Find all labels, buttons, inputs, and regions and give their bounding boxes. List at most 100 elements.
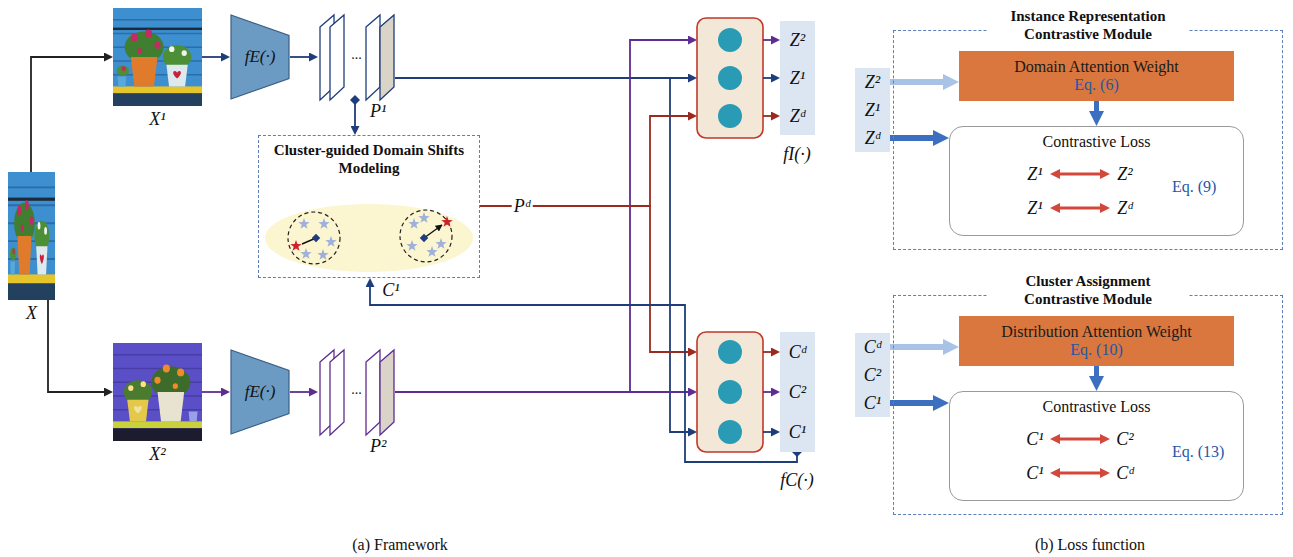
output-cell: Zᵈ [780, 97, 815, 135]
attention-box: Domain Attention WeightEq. (6) [959, 51, 1234, 101]
connector [890, 79, 948, 85]
illustration-part [718, 380, 742, 404]
node-text: Eq. (10) [1070, 341, 1122, 359]
symbol: Z¹ [1020, 195, 1050, 221]
illustration-part [265, 204, 473, 272]
illustration-part [290, 240, 301, 251]
illustration-part [400, 210, 452, 262]
illustration-part [718, 104, 742, 128]
node-text: ... [350, 381, 363, 397]
illustration-part [330, 350, 344, 435]
connector [202, 391, 224, 393]
feature-map: ...P¹ [318, 15, 395, 100]
illustration-part [318, 218, 329, 229]
augmented-image: X² [113, 343, 202, 441]
illustration-part [300, 248, 311, 259]
symbol: C² [1110, 426, 1140, 452]
module-box: Cluster Assignment Contrastive ModuleDis… [893, 295, 1283, 515]
projection-head [697, 18, 763, 452]
illustration-part [8, 172, 55, 300]
output-cell: Z² [780, 21, 815, 59]
encoder-outline [231, 350, 289, 434]
illustration-part [718, 340, 742, 364]
connector [480, 116, 691, 206]
connector [48, 300, 107, 392]
illustration-part [426, 246, 437, 257]
node-text: Distribution Attention Weight [1001, 323, 1191, 341]
connector [763, 39, 774, 41]
node-text: Z² [790, 30, 805, 51]
illustration-part [380, 350, 394, 435]
node-text: fE(·) [245, 47, 276, 67]
node-text: Cluster-guided Domain Shifts Modeling [267, 141, 471, 177]
symbol: Z¹ [1020, 161, 1050, 187]
illustration-part [302, 225, 442, 244]
illustration-part [325, 236, 336, 247]
projection-head: fI(·) [697, 18, 763, 138]
illustration-part [288, 212, 340, 264]
connector [763, 391, 774, 393]
illustration-part [718, 66, 742, 90]
illustration-part [718, 420, 742, 444]
node-text: C² [864, 365, 881, 386]
node-text: Z¹ [1027, 198, 1042, 219]
connector [763, 77, 774, 79]
symbol: Zᵈ [1110, 195, 1140, 221]
symbol: Z² [1110, 161, 1140, 187]
encoder-outline [231, 15, 289, 99]
illustration-part [366, 350, 380, 435]
feature-map: ...P² [318, 350, 395, 435]
node-text: ... [350, 46, 363, 62]
edge-label: Pᵈ [512, 196, 533, 217]
connector [1094, 101, 1099, 116]
node-text: X² [149, 444, 165, 465]
node-text: Z¹ [865, 100, 880, 121]
panel-caption: (a) Framework [352, 536, 448, 554]
output-cell: Z¹ [780, 59, 815, 97]
input-cell: Zᵈ [855, 124, 890, 152]
node-text: Zᵈ [790, 106, 806, 127]
illustration-part [366, 15, 380, 100]
photo [113, 8, 202, 106]
node-text: Z¹ [790, 68, 805, 89]
node-text: Cᵈ [1116, 463, 1134, 484]
illustration-part [697, 332, 763, 452]
output-cell: Cᵈ [780, 332, 815, 372]
connector [1057, 472, 1103, 475]
node-text: P² [370, 436, 386, 457]
symbol: Cᵈ [1110, 460, 1140, 486]
connector [290, 56, 312, 58]
illustration-part [330, 15, 344, 100]
node-text: Eq. (6) [1074, 76, 1118, 94]
module-box: Cluster-guided Domain Shifts Modeling [258, 135, 480, 278]
node-text: C¹ [789, 422, 806, 443]
projection-head: fC(·) [697, 332, 763, 452]
node-text: fI(·) [783, 144, 810, 165]
node-text: fE(·) [245, 382, 276, 402]
illustration-part [298, 218, 309, 229]
attention-box: Distribution Attention WeightEq. (10) [959, 316, 1234, 366]
input-cell: Z¹ [855, 96, 890, 124]
illustration-part [418, 212, 429, 223]
input-image: X [8, 172, 55, 300]
node-text: Instance Representation Contrastive Modu… [988, 7, 1188, 43]
connector [290, 391, 312, 393]
illustration-part [408, 218, 419, 229]
symbol: C¹ [1020, 460, 1050, 486]
connector [395, 40, 691, 392]
symbol: C¹ [1020, 426, 1050, 452]
cluster-sketch [265, 204, 473, 272]
input-cell: C² [855, 361, 890, 389]
connector [202, 56, 224, 58]
illustration-part [113, 8, 202, 106]
illustration-part [113, 343, 202, 441]
connector [395, 78, 691, 432]
node-text: Zᵈ [1117, 198, 1133, 219]
input-cell: Cᵈ [855, 333, 890, 361]
connector [1094, 366, 1099, 381]
loss-box: Contrastive LossEq. (9)Z¹Z²Z¹Zᵈ [949, 126, 1244, 236]
node-text: Cᵈ [864, 337, 882, 358]
output-cell: C² [780, 372, 815, 412]
illustration-part [298, 212, 446, 260]
